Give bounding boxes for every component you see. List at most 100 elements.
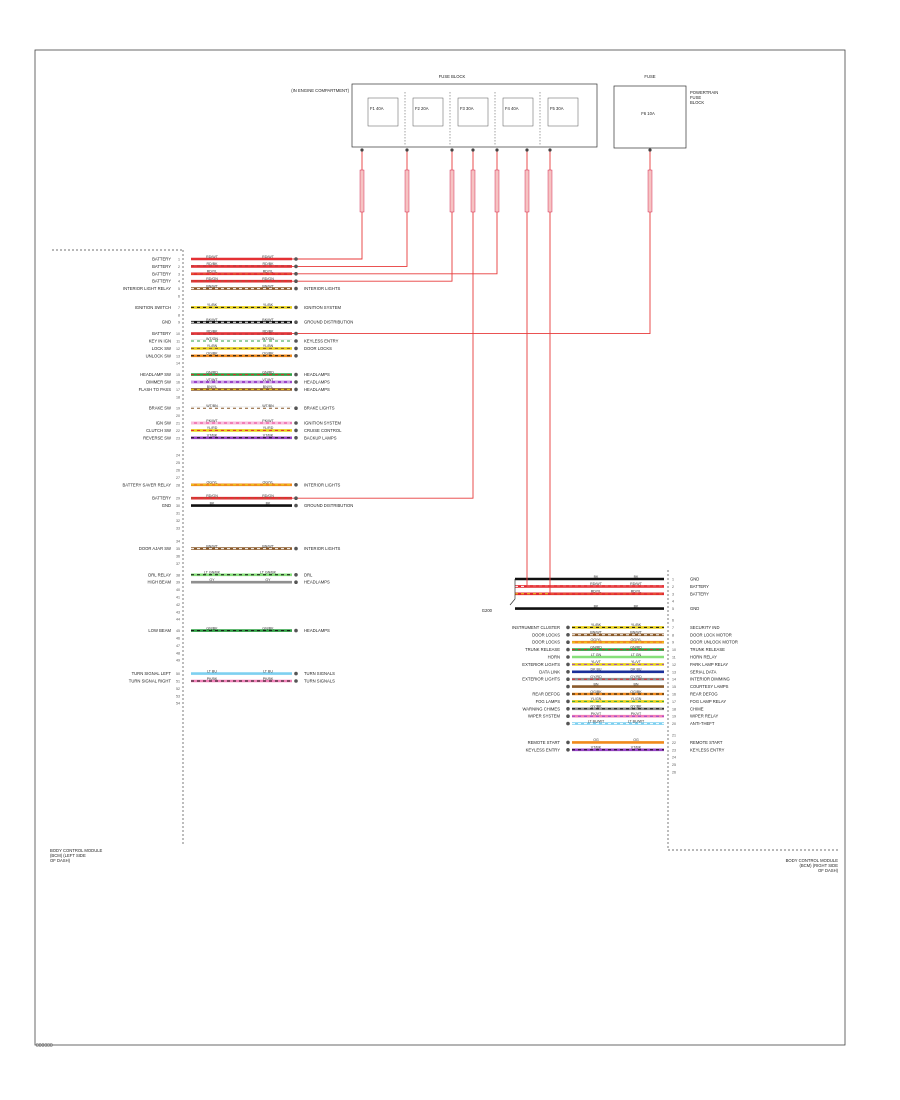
connector-dot <box>566 707 570 711</box>
right-wire-code: OG <box>593 738 599 742</box>
right-wire-source: DATA LINK <box>539 669 560 674</box>
left-pin-label: KEY IN IGN <box>149 339 171 344</box>
left-wire-destination: DRL <box>304 572 313 577</box>
connector-dot <box>566 740 570 745</box>
left-pin-number: 7 <box>178 306 180 310</box>
right-pin-number: 6 <box>672 619 674 623</box>
fuse-link <box>494 169 500 213</box>
fuse-link <box>547 169 553 213</box>
terminal-dot <box>360 148 364 152</box>
fuse-link <box>647 169 653 213</box>
right-wire-source: WARNING CHIMES <box>522 706 560 711</box>
left-wire-code: WT/BN <box>262 404 274 408</box>
fuse-label: F3 30A <box>460 106 474 111</box>
left-wire-code: YL/RD <box>207 426 218 430</box>
left-pin-number: 43 <box>176 610 180 614</box>
right-pin-label: DOOR LOCK MOTOR <box>690 632 732 637</box>
connector-dot <box>294 354 298 358</box>
fuse-label: F4 40A <box>505 106 519 111</box>
left-pin-number: 16 <box>176 381 180 385</box>
left-wire-code: YL/BN <box>207 344 218 348</box>
ground-label: G200 <box>482 608 493 613</box>
powertrain-fuse-location: POWERTRAIN <box>690 90 718 95</box>
right-wire-code: GN/RD <box>630 645 642 649</box>
left-wire-code: RD/GN <box>262 494 274 498</box>
connector-dot <box>566 692 570 696</box>
terminal-dot <box>450 148 454 152</box>
left-pin-number: 45 <box>176 629 180 633</box>
left-pin-number: 2 <box>178 265 180 269</box>
left-pin-number: 1 <box>178 258 180 262</box>
left-pin-number: 41 <box>176 596 180 600</box>
left-pin-label: BATTERY <box>152 496 171 501</box>
fuse-link <box>449 169 455 213</box>
connector-dot <box>294 546 298 551</box>
left-pin-number: 33 <box>176 526 180 530</box>
right-pin-label: HORN RELAY <box>690 655 717 660</box>
left-wire-code: RD/BK <box>263 329 275 333</box>
left-wire-code: BN/WT <box>206 544 218 548</box>
right-wire-code: RD/WT <box>630 582 643 586</box>
connector-dot <box>294 428 298 433</box>
left-pin-label: DIMMER SW <box>146 380 171 385</box>
left-wire-destination: HEADLAMPS <box>304 387 330 392</box>
left-wire-code: RD/YL <box>263 270 274 274</box>
left-wire-code: BK/WT <box>262 318 274 322</box>
right-pin-label: TRUNK RELEASE <box>690 647 725 652</box>
left-wire-code: LT GN/BK <box>260 571 277 575</box>
right-wire-source: REMOTE START <box>528 740 561 745</box>
right-wire-code: PK/VT <box>591 712 602 716</box>
left-pin-label: TURN SIGNAL RIGHT <box>129 679 172 684</box>
powertrain-fuse-label: F6 10A <box>641 111 655 116</box>
left-wire-destination: IGNITION SYSTEM <box>304 421 342 426</box>
left-pin-label: LOCK SW <box>152 346 171 351</box>
left-wire-destination: HEADLAMPS <box>304 372 330 377</box>
left-pin-number: 54 <box>176 702 180 706</box>
left-wire-code: RD/YL <box>207 270 218 274</box>
right-wire-code: VT/BK <box>591 746 602 750</box>
left-wire-code: PK/BK <box>263 677 274 681</box>
left-pin-number: 40 <box>176 588 180 592</box>
right-wire-code: OG/BK <box>590 690 602 694</box>
left-wire-destination: HEADLAMPS <box>304 628 330 633</box>
connector-dot <box>566 748 570 752</box>
right-wire-code: YL/VT <box>631 660 642 664</box>
right-pin-number: 19 <box>672 715 676 719</box>
left-wire-code: PK/WT <box>206 419 218 423</box>
left-wire-code: YL/RD <box>263 426 274 430</box>
left-wire-code: VT/WT <box>206 378 218 382</box>
left-pin-number: 25 <box>176 461 180 465</box>
left-wire-destination: GROUND DISTRIBUTION <box>304 320 353 325</box>
connector-dot <box>566 714 570 718</box>
right-pin-label: KEYLESS ENTRY <box>690 747 725 752</box>
left-pin-label: BATTERY <box>152 271 171 276</box>
right-pin-number: 5 <box>672 607 674 611</box>
left-pin-number: 49 <box>176 659 180 663</box>
left-pin-number: 3 <box>178 272 180 276</box>
right-wire-code: LT GN <box>591 653 602 657</box>
right-pin-label: CHIME <box>690 706 704 711</box>
left-pin-number: 42 <box>176 603 180 607</box>
left-wire <box>191 339 292 343</box>
terminal-dot <box>548 148 552 152</box>
fuse-block-box <box>351 83 598 148</box>
right-wire-code: BK <box>594 604 599 608</box>
powertrain-fuse-title: FUSE <box>644 74 655 79</box>
left-pin-label: TURN SIGNAL LEFT <box>132 671 172 676</box>
connector-dot <box>294 372 298 377</box>
left-pin-label: BATTERY <box>152 264 171 269</box>
right-wire-source: EXTERIOR LIGHTS <box>522 677 560 682</box>
connector-dot <box>294 305 298 310</box>
connector-dot <box>294 286 298 291</box>
left-module-name: (BCM) (LEFT SIDE <box>50 853 86 858</box>
right-wire-code: BN/WT <box>630 631 642 635</box>
fuse-symbol <box>412 97 444 127</box>
left-pin-label: UNLOCK SW <box>146 353 171 358</box>
left-wire-destination: HEADLAMPS <box>304 380 330 385</box>
left-wire-destination: BACKUP LAMPS <box>304 435 337 440</box>
left-module-name: OF DASH) <box>50 858 71 863</box>
left-pin-label: DOOR AJAR SW <box>139 546 171 551</box>
left-pin-number: 38 <box>176 573 180 577</box>
left-pin-number: 20 <box>176 414 180 418</box>
left-wire-code: GN/BK <box>262 626 274 630</box>
